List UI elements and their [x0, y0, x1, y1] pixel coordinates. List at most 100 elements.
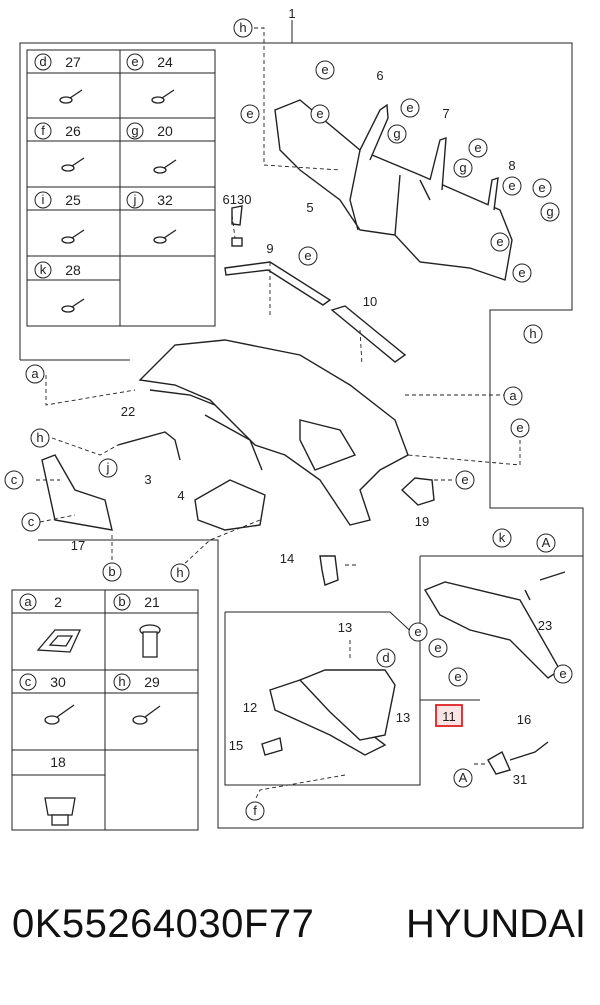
- legend-bottom-item: b 21: [113, 593, 160, 611]
- callout-letter-text: A: [542, 535, 551, 550]
- legend-bottom-grid: [11, 589, 199, 831]
- screw-24-icon: [151, 89, 175, 104]
- part-label: 6: [376, 68, 383, 83]
- legend-letter: h: [118, 674, 125, 689]
- screw-28-icon: [61, 298, 85, 313]
- part-label: 12: [243, 700, 257, 715]
- legend-number: 27: [65, 54, 81, 70]
- callout-29: e: [448, 667, 468, 687]
- screw-20-icon: [153, 159, 177, 174]
- part-label: 31: [513, 772, 527, 787]
- callout-letter-text: e: [559, 666, 566, 681]
- legend-number: 21: [144, 594, 160, 610]
- screw-27-icon: [59, 89, 83, 104]
- callout-3: g: [387, 124, 407, 144]
- part-10-shape: [330, 305, 407, 363]
- callout-21: e: [455, 470, 475, 490]
- callout-letter-text: c: [28, 514, 35, 529]
- legend-number: 24: [157, 54, 173, 70]
- callout-letter-text: e: [454, 669, 461, 684]
- frame-lines: [19, 20, 584, 829]
- callout-10: e: [298, 246, 318, 266]
- callout-letter-text: e: [461, 472, 468, 487]
- part-label: 9: [266, 241, 273, 256]
- callout-letter-text: h: [529, 326, 536, 341]
- dash-frame-shape: [274, 99, 513, 281]
- callout-25: k: [492, 528, 512, 548]
- highlight-label-11: 11: [442, 709, 456, 724]
- highlight-box-11: [435, 704, 463, 727]
- part-15-shape: [261, 737, 283, 756]
- leader-lines: [36, 27, 521, 801]
- legend-letter: i: [42, 192, 45, 207]
- callout-letter-text: e: [414, 624, 421, 639]
- callout-22: h: [523, 324, 543, 344]
- callout-letter-text: b: [108, 564, 115, 579]
- legend-letter: j: [133, 192, 137, 207]
- part-9-shape: [224, 261, 332, 306]
- legend-number: 26: [65, 123, 81, 139]
- callout-4: e: [400, 98, 420, 118]
- callout-letter-text: j: [106, 460, 110, 475]
- callout-9: e: [532, 178, 552, 198]
- legend-top-item: d 27: [34, 53, 81, 71]
- callout-letter-text: e: [508, 178, 515, 193]
- legend-number: 28: [65, 262, 81, 278]
- callout-7: e: [468, 138, 488, 158]
- callout-12: g: [540, 202, 560, 222]
- part-16-shape: [423, 581, 561, 679]
- callout-letter-text: e: [246, 106, 253, 121]
- callout-letter-text: a: [509, 388, 517, 403]
- callout-23: a: [503, 386, 523, 406]
- legend-number: 18: [50, 754, 66, 770]
- callout-26: A: [536, 533, 556, 553]
- callout-11: e: [512, 263, 532, 283]
- callout-19: b: [102, 562, 122, 582]
- callout-letter-text: a: [31, 366, 39, 381]
- part-label: 7: [442, 106, 449, 121]
- callout-letter-text: e: [434, 640, 441, 655]
- callout-33: A: [453, 768, 473, 788]
- callout-letter-text: c: [11, 472, 18, 487]
- part-31-shape: [487, 751, 511, 775]
- legend-letter: d: [39, 54, 46, 69]
- callout-letter-text: e: [406, 100, 413, 115]
- instrument-panel-shape: [138, 339, 409, 526]
- callout-letter-text: d: [382, 650, 389, 665]
- part-label: 19: [415, 514, 429, 529]
- callout-letter-text: e: [518, 265, 525, 280]
- callout-15: h: [30, 428, 50, 448]
- callout-28: e: [428, 638, 448, 658]
- part-label: 17: [71, 538, 85, 553]
- screw-29-icon: [132, 705, 161, 725]
- part-label: 8: [508, 158, 515, 173]
- callout-letter-text: e: [474, 140, 481, 155]
- part-label: 13: [396, 710, 410, 725]
- part-6130-shape: [231, 205, 243, 226]
- callout-30: d: [376, 648, 396, 668]
- callout-14: a: [25, 364, 45, 384]
- callout-8: e: [502, 176, 522, 196]
- legend-letter: a: [24, 594, 32, 609]
- legend-number: 30: [50, 674, 66, 690]
- legend-letter: f: [41, 123, 45, 138]
- part-11-box-shape: [298, 669, 396, 741]
- part-label: 10: [363, 294, 377, 309]
- legend-letter: b: [118, 594, 125, 609]
- callout-letter-text: g: [393, 126, 400, 141]
- callout-5: e: [310, 104, 330, 124]
- part-19-shape: [400, 477, 435, 506]
- part-label: 22: [121, 404, 135, 419]
- callout-13: e: [490, 232, 510, 252]
- callout-27: e: [408, 622, 428, 642]
- callout-17: j: [98, 458, 118, 478]
- callout-letter-text: e: [321, 62, 328, 77]
- callout-24: e: [510, 418, 530, 438]
